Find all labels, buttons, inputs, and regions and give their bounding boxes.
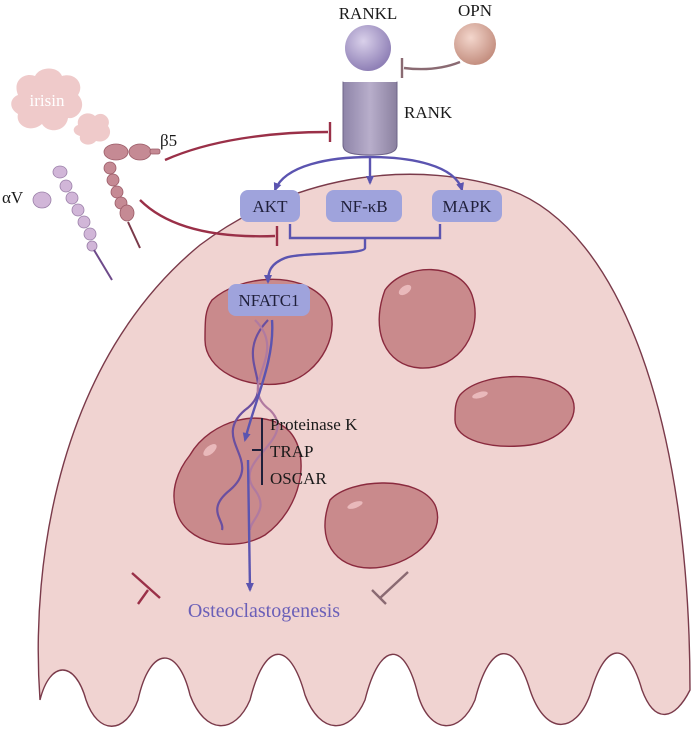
proteinase-k-label: Proteinase K: [270, 415, 358, 434]
nucleus-highlight: [347, 501, 363, 509]
kinase-convergence-bracket: [264, 224, 442, 284]
rankl-label: RANKL: [339, 4, 398, 23]
beta5-stalk: [127, 221, 141, 249]
nfatc1-box: NFATC1: [228, 284, 310, 316]
alphav-label: αV: [2, 188, 24, 207]
nfatc1-to-genes-arrow: [242, 319, 274, 442]
irisin-icon: [11, 68, 83, 131]
opn-icon: [454, 23, 496, 65]
rank-label: RANK: [404, 103, 453, 122]
integrin-beta5-icon: [103, 143, 161, 222]
dna-helix: [216, 319, 279, 531]
opn-label: OPN: [458, 1, 492, 20]
right-inhibition-bar: [371, 571, 409, 605]
nucleus-highlight: [398, 284, 412, 296]
beta5-label: β5: [160, 131, 177, 150]
oscar-label: OSCAR: [270, 469, 327, 488]
irisin-icon-small: [73, 113, 111, 145]
mapk-box: MAPK: [432, 190, 502, 222]
rankl-ligand-icon: [345, 25, 391, 71]
nfkb-label: NF-κB: [340, 197, 387, 216]
nfatc1-label: NFATC1: [238, 291, 299, 310]
beta5-to-rank-inhibition: [164, 122, 332, 162]
nucleus-highlight: [472, 391, 488, 399]
osteoclastogenesis-label: Osteoclastogenesis: [188, 600, 340, 622]
alphav-stalk: [93, 249, 113, 281]
irisin-label: irisin: [30, 91, 65, 110]
akt-label: AKT: [253, 197, 289, 216]
opn-inhibition: [400, 58, 461, 78]
rank-to-kinases-arrows: [273, 155, 464, 192]
osteoclast-cell-body: [37, 173, 691, 727]
nfkb-box: NF-κB: [326, 190, 402, 222]
left-inhibition-bar: [131, 572, 161, 605]
akt-box: AKT: [240, 190, 300, 222]
gene-bracket: [252, 418, 263, 485]
genes-to-osteoclastogenesis-arrow: [245, 459, 254, 592]
beta5-to-signaling-inhibition: [139, 199, 279, 246]
integrin-alphav-icon: [32, 165, 98, 252]
rank-receptor: [342, 71, 398, 156]
trap-label: TRAP: [270, 442, 313, 461]
mapk-label: MAPK: [442, 197, 492, 216]
nucleus-3: [454, 375, 575, 447]
nucleus-highlight: [203, 444, 217, 456]
